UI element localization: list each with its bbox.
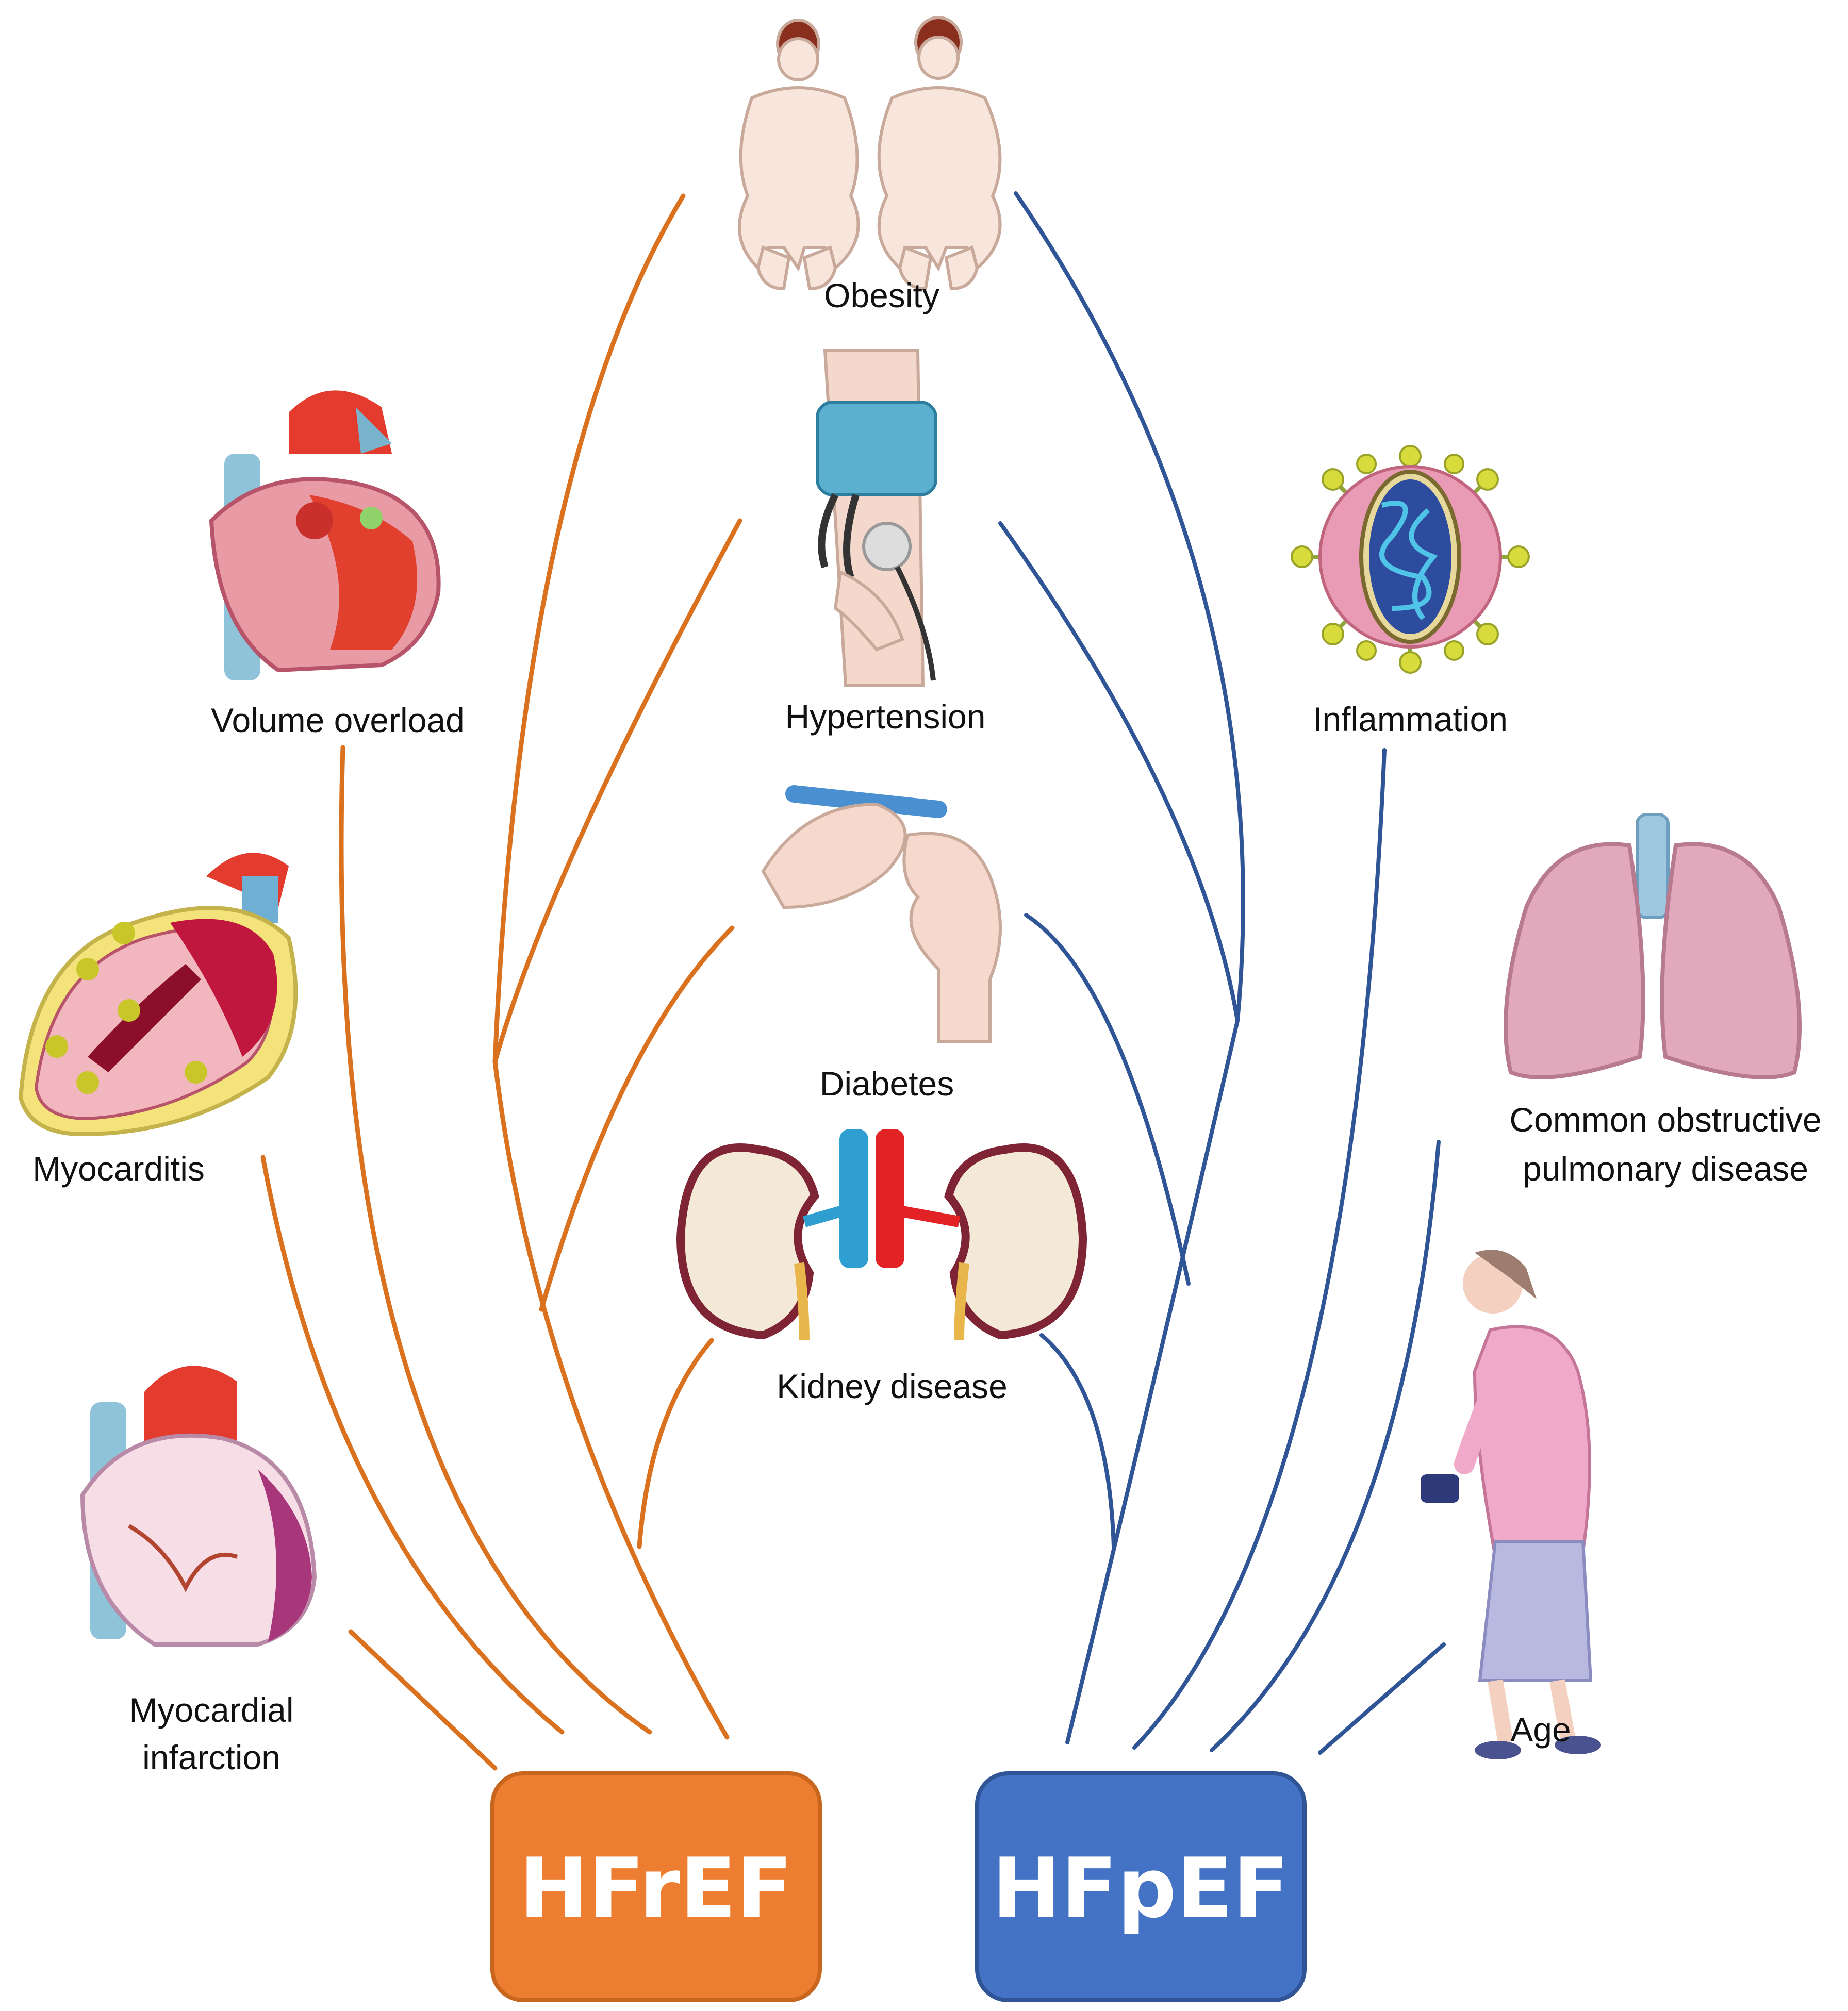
arrow-diabetes-to-hfpef — [1024, 913, 1191, 1286]
elderly-woman-icon — [1421, 1250, 1601, 1759]
arrow-mi-to-hfref — [348, 1629, 498, 1771]
hfref-box: HFrEF — [490, 1771, 822, 2002]
label-kidney-disease: Kidney disease — [777, 1367, 1008, 1405]
label-hypertension: Hypertension — [785, 697, 986, 736]
arrow-diabetes-to-hfref — [539, 925, 735, 1312]
label-mi-line1: Myocardial — [129, 1691, 293, 1729]
label-volume-overload: Volume overload — [211, 701, 465, 739]
hfref-label: HFrEF — [519, 1840, 793, 1936]
heart-infarction-icon — [80, 1366, 317, 1647]
arrow-volume-overload-to-hfref — [339, 745, 652, 1735]
label-diabetes: Diabetes — [820, 1065, 954, 1103]
label-inflammation: Inflammation — [1313, 700, 1508, 738]
label-copd-line1: Common obstructive — [1509, 1101, 1821, 1139]
label-copd-line2: pulmonary disease — [1523, 1150, 1808, 1188]
blood-pressure-cuff-icon — [816, 349, 937, 687]
label-obesity: Obesity — [824, 276, 939, 314]
hfpef-label: HFpEF — [992, 1840, 1289, 1936]
heart-volume-overload-icon — [209, 390, 441, 680]
arrow-copd-to-hfpef — [1210, 1140, 1441, 1752]
arrow-inflammation-to-hfpef — [1132, 748, 1387, 1750]
label-myocarditis: Myocarditis — [32, 1150, 205, 1188]
label-mi-line2: infarction — [142, 1738, 280, 1776]
lungs-icon — [1504, 813, 1802, 1079]
arrow-obesity-to-hfref — [492, 193, 730, 1740]
hfpef-box: HFpEF — [975, 1771, 1307, 2002]
arrow-hypertension-to-hfref — [492, 518, 742, 1065]
kidneys-icon — [676, 1129, 1087, 1341]
label-age: Age — [1510, 1710, 1571, 1749]
virus-inflammation-icon — [1291, 445, 1530, 674]
arrow-myocarditis-to-hfref — [260, 1155, 565, 1735]
arrow-kidney-to-hfpef — [1040, 1333, 1116, 1549]
arrow-age-to-hfpef — [1318, 1642, 1446, 1755]
heart-myocarditis-icon — [18, 853, 298, 1137]
obesity-icon — [738, 16, 1002, 291]
insulin-pen-icon — [761, 785, 1002, 1043]
arrow-obesity-to-hfpef — [1014, 191, 1245, 1744]
arrow-hypertension-to-hfpef — [998, 521, 1240, 1023]
arrow-kidney-to-hfref — [637, 1338, 714, 1549]
